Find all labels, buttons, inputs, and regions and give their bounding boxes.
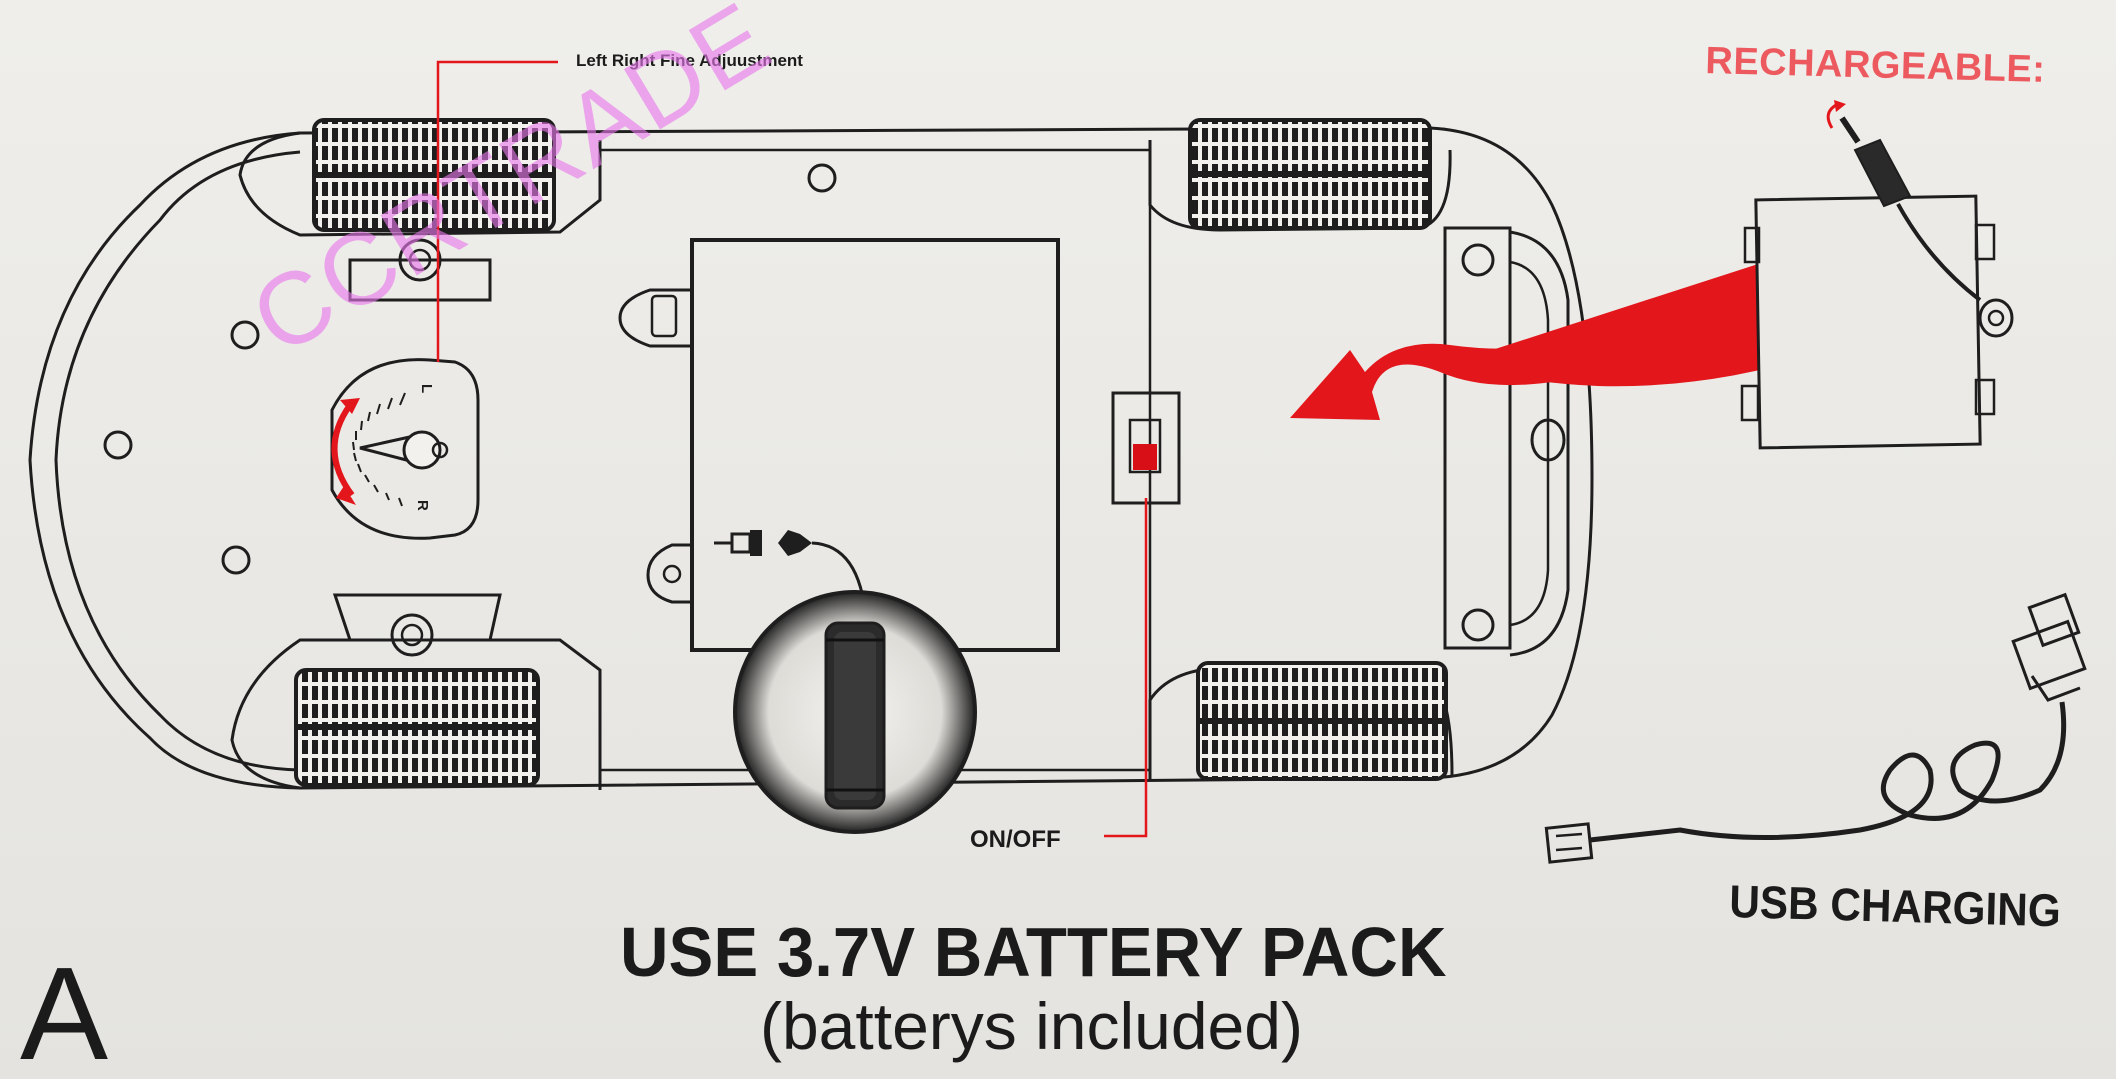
rechargeable-battery-pack xyxy=(1740,194,2014,450)
charging-direction-arrow xyxy=(1290,244,1820,420)
dial-right-mark: R xyxy=(414,500,431,511)
battery-pack-title: USE 3.7V BATTERY PACK xyxy=(620,913,1447,991)
front-axle-screw-top xyxy=(398,238,442,282)
rear-bumper-bracket xyxy=(1443,226,1512,650)
chassis-hole xyxy=(221,545,251,575)
dial-tick-marks xyxy=(352,392,406,507)
rear-bumper-inner xyxy=(1509,260,1550,627)
rear-mount-hole-bottom xyxy=(1461,608,1495,642)
usb-charging-cable xyxy=(1544,592,2087,864)
front-axle-screw-bottom xyxy=(390,613,434,657)
rear-center-peg xyxy=(1530,418,1566,462)
rechargeable-label: RECHARGEABLE: xyxy=(1704,40,2046,91)
dial-left-mark: L xyxy=(418,384,435,393)
switch-callout-line xyxy=(1104,498,1148,838)
front-axle-screw-bottom-inner xyxy=(400,623,424,647)
front-wheel-arch-top xyxy=(238,131,602,237)
dial-knob xyxy=(402,430,442,470)
on-off-label: ON/OFF xyxy=(970,826,1061,853)
compartment-tab-top xyxy=(618,288,692,348)
front-axle-screw-top-inner xyxy=(408,248,432,272)
usb-charging-label: USB CHARGING xyxy=(1728,874,2062,937)
fine-adjustment-label: Left Right Fine Adjuustment xyxy=(576,51,803,70)
fine-adjustment-dial xyxy=(330,358,480,540)
chassis-hole xyxy=(103,430,133,460)
power-switch-slider[interactable] xyxy=(1133,444,1157,470)
charging-plug-cable xyxy=(1826,100,1982,302)
chassis-hole xyxy=(807,163,837,193)
chassis-inner-line xyxy=(54,150,301,772)
front-axle-bracket-bottom xyxy=(332,593,502,642)
rear-mount-hole-top xyxy=(1461,243,1495,277)
adjust-rotation-arrow xyxy=(331,403,355,497)
adjust-callout-line xyxy=(436,60,558,362)
compartment-tab-bottom xyxy=(646,543,692,604)
battery-compartment xyxy=(690,238,1060,652)
chassis-hole xyxy=(230,320,260,350)
battery-included-note: (batterys included) xyxy=(760,989,1303,1063)
front-axle-bracket-top xyxy=(348,258,492,302)
front-wheel-arch-bottom xyxy=(230,638,602,790)
rear-bumper-curve xyxy=(1509,230,1570,657)
panel-letter: A xyxy=(20,940,109,1079)
